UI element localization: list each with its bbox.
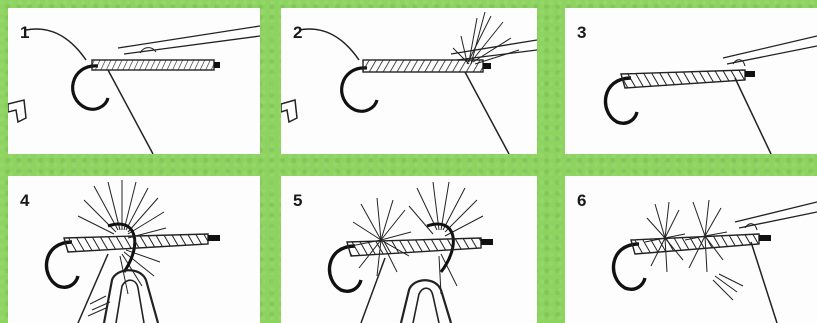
hook-eye	[214, 62, 220, 68]
step-panel-3: 3	[565, 8, 817, 154]
hook-shank-body	[347, 238, 481, 256]
bobbin-thread	[108, 70, 153, 154]
vise-jaw	[8, 100, 26, 122]
hook-bend	[73, 66, 108, 109]
step-panel-1: 1	[8, 8, 260, 154]
step-panel-6: 6	[565, 176, 817, 323]
step-number: 6	[577, 192, 586, 209]
hackle-cluster-1	[351, 198, 411, 276]
step-number: 2	[293, 24, 302, 41]
step-6-illustration	[565, 176, 817, 323]
step-panel-5: 5	[281, 176, 537, 323]
step-panel-2: 2	[281, 8, 537, 154]
thread-line	[26, 29, 86, 60]
hook-shank-body	[631, 234, 759, 254]
step-4-illustration	[8, 176, 260, 323]
step-panel-4: 4	[8, 176, 260, 323]
step-3-illustration	[565, 8, 817, 154]
hackle-cluster-1	[645, 202, 685, 272]
step-5-illustration	[281, 176, 537, 323]
step-2-illustration	[281, 8, 537, 154]
hook-bend	[342, 68, 377, 111]
trimmed-fibers	[713, 274, 743, 300]
hook-shank-body	[92, 60, 214, 70]
step-number: 1	[20, 24, 29, 41]
hackle-pliers	[104, 270, 158, 323]
hook-shank-body	[621, 70, 745, 88]
hackle-pliers	[401, 280, 451, 323]
step-number: 4	[20, 192, 29, 209]
step-number: 3	[577, 24, 586, 41]
step-number: 5	[293, 192, 302, 209]
hook-shank-body	[363, 60, 483, 72]
hook-shank-body	[64, 234, 208, 252]
step-1-illustration	[8, 8, 260, 154]
